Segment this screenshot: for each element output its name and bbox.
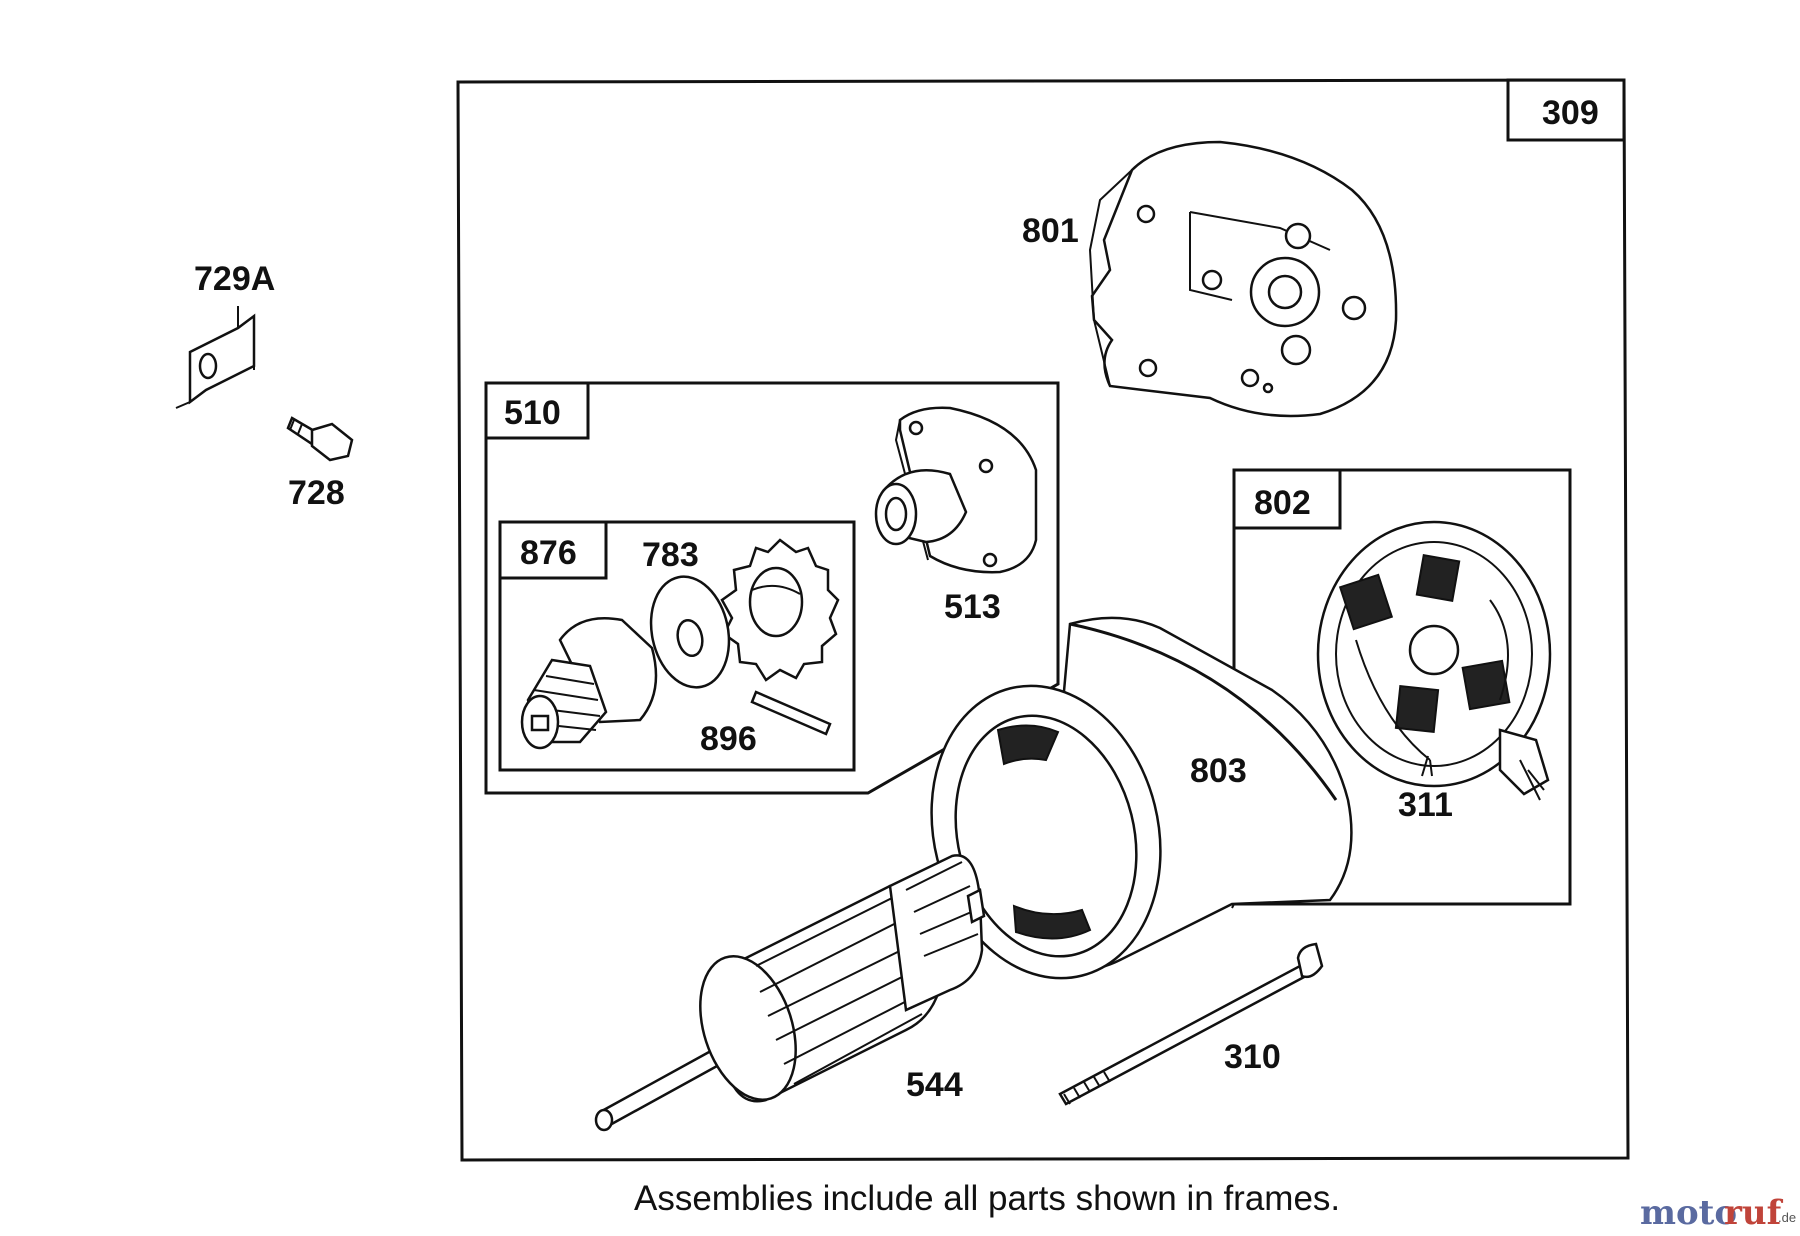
bracket-801-drawing [1088,140,1398,418]
frame-309 [456,78,1630,1162]
label-803: 803 [1190,752,1247,790]
armature-544-drawing [594,854,986,1132]
watermark-suffix: .de [1778,1210,1796,1225]
frame-876 [498,520,856,772]
label-729A: 729A [194,260,275,298]
watermark-logo: moto ruf .de [1640,1193,1796,1233]
housing-803-drawing [930,616,1353,980]
label-896: 896 [700,720,757,758]
label-310: 310 [1224,1038,1281,1076]
end-cap-513-drawing [874,406,1038,574]
pin-896-drawing [750,690,832,736]
drive-876-drawing [520,616,658,750]
label-309: 309 [1542,94,1599,132]
label-728: 728 [288,474,345,512]
watermark-part-a: moto [1640,1193,1737,1233]
leader-lines [1231,755,1429,909]
label-802: 802 [1254,484,1311,522]
washer-drawing [649,575,731,689]
label-311: 311 [1398,786,1453,824]
brush-plate-802-drawing [1316,520,1552,801]
label-544: 544 [906,1066,963,1104]
screw-728-drawing [286,416,354,462]
bolt-310-drawing [1058,942,1324,1106]
caption: Assemblies include all parts shown in fr… [634,1179,1340,1218]
label-876: 876 [520,534,577,572]
label-801: 801 [1022,212,1079,250]
watermark-part-b: ruf [1724,1193,1784,1233]
label-783: 783 [642,536,699,574]
label-510: 510 [504,394,561,432]
bracket-729A-drawing [175,306,256,409]
label-513: 513 [944,588,1001,626]
gear-783-drawing [720,538,840,682]
